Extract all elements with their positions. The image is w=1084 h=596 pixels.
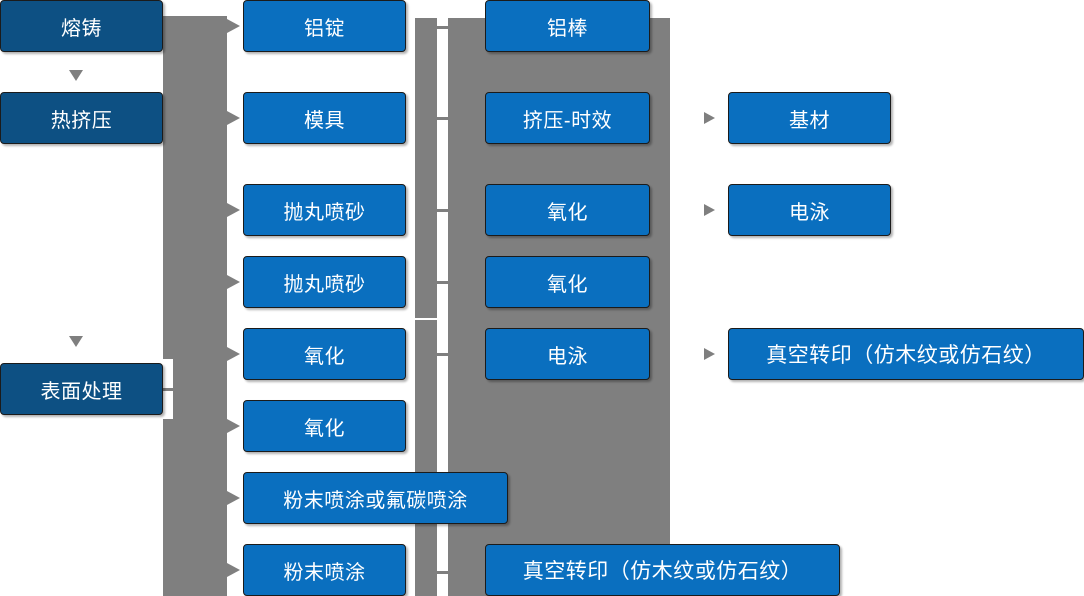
process-label-shotblast-2: 抛丸喷砂: [283, 273, 366, 296]
arrow-to-c4-vacuum-print: [704, 348, 715, 360]
process-box-vacuum-print-c3[interactable]: 真空转印（仿木纹或仿石纹）: [485, 544, 840, 596]
process-label-shotblast-1: 抛丸喷砂: [283, 201, 366, 224]
process-label-extrude-aging: 挤压-时效: [522, 109, 613, 132]
arrow-to-c2-powder-or-pvdf: [227, 491, 240, 505]
result-box-substrate[interactable]: 基材: [728, 92, 891, 144]
process-box-powder-coating[interactable]: 粉末喷涂: [243, 544, 406, 596]
process-box-oxidation-c3-1[interactable]: 氧化: [485, 184, 650, 236]
process-label-aluminium-bar: 铝棒: [547, 17, 588, 40]
process-box-electrophoresis-c3[interactable]: 电泳: [485, 328, 650, 380]
stage-label-hot-extrude: 热挤压: [50, 109, 113, 132]
arrow-to-c2-powder: [227, 563, 240, 577]
process-label-oxidation-c2-2: 氧化: [304, 417, 345, 440]
connector-surface-stub: [163, 388, 175, 391]
process-label-powder-coating: 粉末喷涂: [283, 561, 366, 584]
connector-stub-row-1: [435, 26, 450, 29]
result-box-electrophoresis[interactable]: 电泳: [728, 184, 891, 236]
process-label-mould: 模具: [304, 109, 345, 132]
result-box-vacuum-print[interactable]: 真空转印（仿木纹或仿石纹）: [728, 328, 1084, 380]
process-label-oxidation-c2-1: 氧化: [304, 345, 345, 368]
process-box-mould[interactable]: 模具: [243, 92, 406, 144]
stage-box-melt-cast[interactable]: 熔铸: [0, 0, 163, 52]
connector-column2-rail-upper: [415, 18, 437, 318]
connector-stub-row-4: [435, 281, 450, 284]
process-box-ingot[interactable]: 铝锭: [243, 0, 406, 52]
result-label-electrophoresis: 电泳: [789, 201, 830, 224]
process-box-oxidation-c2-2[interactable]: 氧化: [243, 400, 406, 452]
process-box-oxidation-c2-1[interactable]: 氧化: [243, 328, 406, 380]
arrow-to-c4-substrate: [704, 112, 715, 124]
process-box-shotblast-1[interactable]: 抛丸喷砂: [243, 184, 406, 236]
arrow-down-melt-to-extrude: [69, 70, 83, 81]
process-box-aluminium-bar[interactable]: 铝棒: [485, 0, 650, 52]
process-label-electrophoresis-c3: 电泳: [547, 345, 588, 368]
stage-label-melt-cast: 熔铸: [61, 17, 102, 40]
stage-box-hot-extrude[interactable]: 热挤压: [0, 92, 163, 144]
arrow-to-c2-oxidation-2: [227, 419, 240, 433]
arrow-to-c2-oxidation-1: [227, 347, 240, 361]
result-label-substrate: 基材: [789, 109, 830, 132]
process-label-vacuum-print-c3: 真空转印（仿木纹或仿石纹）: [522, 560, 803, 583]
arrow-to-c2-shotblast-2: [227, 275, 240, 289]
connector-stub-row-3: [435, 209, 450, 212]
arrow-to-c2-shotblast-1: [227, 203, 240, 217]
process-label-oxidation-c3-2: 氧化: [547, 273, 588, 296]
stage-box-surface-treatment[interactable]: 表面处理: [0, 363, 163, 415]
arrow-to-c2-ingot: [227, 19, 240, 33]
process-label-powder-or-pvdf: 粉末喷涂或氟碳喷涂: [283, 489, 468, 512]
connector-column2-rail-lower: [415, 320, 437, 596]
process-box-extrude-aging[interactable]: 挤压-时效: [485, 92, 650, 144]
process-box-powder-or-pvdf[interactable]: 粉末喷涂或氟碳喷涂: [243, 472, 508, 524]
connector-stage-to-column2-trunk: [163, 16, 227, 596]
connector-stub-row-6: [435, 571, 450, 574]
stage-label-surface-treatment: 表面处理: [40, 380, 123, 403]
process-box-shotblast-2[interactable]: 抛丸喷砂: [243, 256, 406, 308]
process-label-oxidation-c3-1: 氧化: [547, 201, 588, 224]
result-label-vacuum-print: 真空转印（仿木纹或仿石纹）: [766, 344, 1046, 367]
connector-stub-row-2: [435, 117, 450, 120]
arrow-to-c4-electrophoresis: [704, 204, 715, 216]
arrow-down-extrude-to-surface: [69, 336, 83, 347]
process-box-oxidation-c3-2[interactable]: 氧化: [485, 256, 650, 308]
connector-stub-row-5: [435, 353, 450, 356]
arrow-to-c2-mould: [227, 111, 240, 125]
process-label-ingot: 铝锭: [304, 17, 345, 40]
